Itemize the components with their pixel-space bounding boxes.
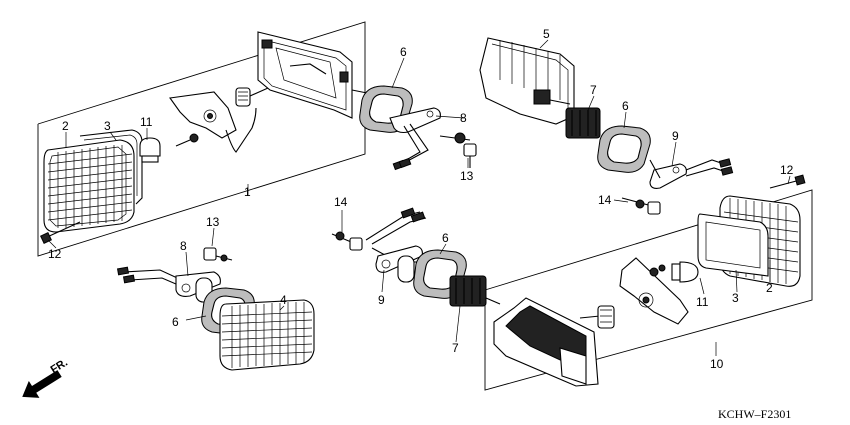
callout-3: 3 xyxy=(104,119,111,133)
housing-rear-right-lower xyxy=(493,297,615,387)
callout-9: 9 xyxy=(672,129,679,143)
callout-11: 11 xyxy=(696,295,709,309)
callout-labels: 1 2 3 11 12 6 8 13 5 7 6 9 14 12 2 3 11 … xyxy=(48,27,794,371)
callout-6: 6 xyxy=(400,45,407,59)
gasket-front-left xyxy=(359,85,413,133)
callout-6: 6 xyxy=(622,99,629,113)
callout-14: 14 xyxy=(598,193,612,207)
callout-11: 11 xyxy=(140,115,153,129)
lens-front-left xyxy=(43,129,143,233)
callout-10: 10 xyxy=(710,357,724,371)
bolt-lower-left xyxy=(203,247,233,262)
assembly-1-frame xyxy=(37,21,366,257)
callout-5: 5 xyxy=(543,27,550,41)
bracket-rear-right-upper xyxy=(649,158,734,189)
screw-rear-right xyxy=(769,174,806,189)
bolt-rear-right-upper xyxy=(621,197,661,215)
leader-lines xyxy=(47,39,791,356)
small-screw-front-left xyxy=(175,133,199,147)
housing-front-left xyxy=(257,31,373,119)
bulb-front-left xyxy=(139,137,161,163)
housing-rear-right xyxy=(479,37,575,125)
front-direction-arrow xyxy=(22,370,62,398)
socket-rear-right-upper xyxy=(565,107,601,139)
callout-7: 7 xyxy=(590,83,597,97)
front-direction-label: FR. xyxy=(49,357,70,377)
callout-2: 2 xyxy=(62,119,69,133)
callout-8: 8 xyxy=(180,239,187,253)
socket-middle xyxy=(449,275,501,307)
bracket-front-left xyxy=(389,107,441,171)
callout-13: 13 xyxy=(206,215,220,229)
lens-rear-right xyxy=(697,195,801,287)
callout-4: 4 xyxy=(280,293,287,307)
socket-plate-rear-right xyxy=(619,257,689,325)
callout-6: 6 xyxy=(442,231,449,245)
bracket-middle xyxy=(375,245,423,283)
bolt-middle xyxy=(331,231,363,251)
callout-2: 2 xyxy=(766,281,773,295)
callout-9: 9 xyxy=(378,293,385,307)
callout-8: 8 xyxy=(460,111,467,125)
callout-13: 13 xyxy=(460,169,474,183)
callout-14: 14 xyxy=(334,195,348,209)
callout-12: 12 xyxy=(780,163,794,177)
callout-12: 12 xyxy=(48,247,62,261)
callout-7: 7 xyxy=(452,341,459,355)
bolt-front-left xyxy=(439,132,477,168)
callout-3: 3 xyxy=(732,291,739,305)
lens-lower-left xyxy=(219,299,315,371)
figure-code: KCHW–F2301 xyxy=(718,407,791,421)
socket-plate-front-left xyxy=(169,85,281,153)
callout-1: 1 xyxy=(244,185,251,199)
callout-6: 6 xyxy=(172,315,179,329)
bulb-rear-right xyxy=(671,261,699,283)
gasket-rear-right-upper xyxy=(597,125,651,173)
